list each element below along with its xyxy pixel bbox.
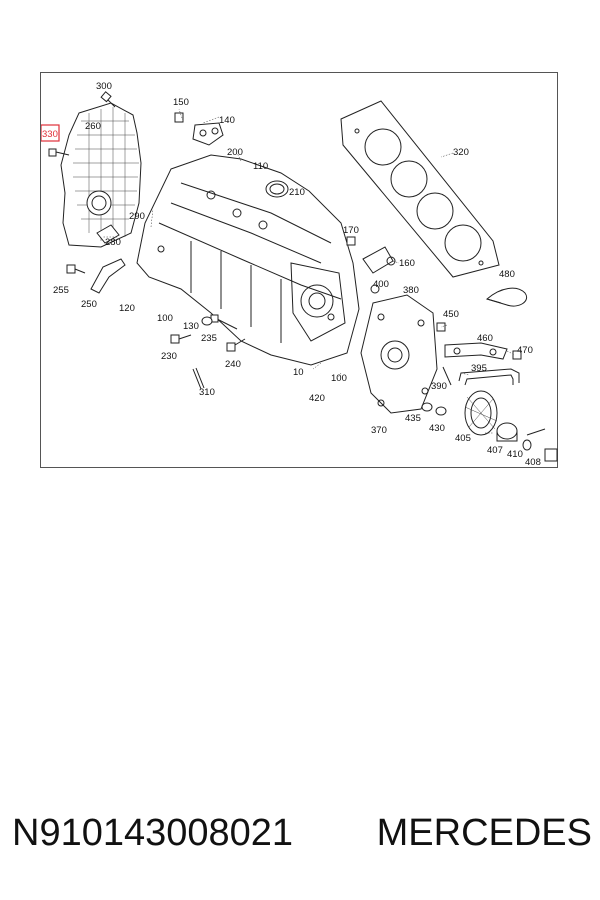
- stud-310-part: [192, 367, 205, 390]
- timing-cover-part: [60, 102, 142, 248]
- callout-230[interactable]: 230: [161, 351, 177, 362]
- callout-435[interactable]: 435: [405, 413, 421, 424]
- callout-200[interactable]: 200: [227, 147, 243, 158]
- bracket-280-part: [96, 224, 120, 244]
- callout-260[interactable]: 260: [85, 121, 101, 132]
- clip-480-part: [485, 287, 527, 307]
- callout-370[interactable]: 370: [371, 425, 387, 436]
- callout-10[interactable]: 10: [293, 367, 304, 378]
- exploded-engine-diagram: 300 150 140 260 330 200 110 320 210 290 …: [41, 81, 558, 468]
- gear-405-part: [464, 390, 498, 436]
- callout-170[interactable]: 170: [343, 225, 359, 236]
- callout-407[interactable]: 407: [487, 445, 503, 456]
- bolt-240-part: [226, 338, 246, 352]
- callout-330[interactable]: 330: [42, 129, 58, 140]
- bolt-400-part: [370, 284, 380, 294]
- callout-120[interactable]: 120: [119, 303, 135, 314]
- callout-110[interactable]: 110: [253, 161, 268, 172]
- callout-255[interactable]: 255: [53, 285, 69, 296]
- callout-labels: 300 150 140 260 330 200 110 320 210 290 …: [41, 81, 541, 468]
- bracket-460-part: [436, 322, 522, 360]
- callout-210[interactable]: 210: [289, 187, 305, 198]
- callout-380[interactable]: 380: [403, 285, 419, 296]
- callout-405[interactable]: 405: [455, 433, 471, 444]
- callout-280[interactable]: 280: [105, 237, 121, 248]
- bolt-330-part: [48, 148, 70, 157]
- callout-160[interactable]: 160: [399, 258, 415, 269]
- callout-240[interactable]: 240: [225, 359, 241, 370]
- part-number: N910143008021: [12, 811, 294, 854]
- leader-lines: [103, 108, 516, 434]
- seal-ring-210-part: [265, 180, 289, 198]
- stud-390-part: [442, 366, 452, 386]
- bracket-250-part: [66, 258, 126, 294]
- callout-420[interactable]: 420: [309, 393, 325, 404]
- callout-450[interactable]: 450: [443, 309, 459, 320]
- callout-140[interactable]: 140: [219, 115, 235, 126]
- callout-290[interactable]: 290: [129, 211, 145, 222]
- callout-390[interactable]: 390: [431, 381, 447, 392]
- bracket-170-160-part: [346, 236, 396, 274]
- callout-408[interactable]: 408: [525, 457, 541, 468]
- dowel-130-part: [201, 316, 213, 326]
- product-caption: N910143008021 MERCEDES: [12, 808, 592, 858]
- sleeve-407-part: [496, 422, 518, 442]
- callout-460[interactable]: 460: [477, 333, 493, 344]
- highlight-box: [41, 124, 60, 142]
- engine-block-part: [136, 154, 360, 366]
- callout-470[interactable]: 470: [517, 345, 533, 356]
- callout-100-a[interactable]: 100: [157, 313, 173, 324]
- brand-name: MERCEDES: [376, 811, 592, 854]
- callout-250[interactable]: 250: [81, 299, 97, 310]
- head-gasket-320-part: [340, 100, 500, 278]
- callout-130[interactable]: 130: [183, 321, 199, 332]
- callout-320[interactable]: 320: [453, 147, 469, 158]
- rear-cover-370-part: [360, 294, 438, 414]
- callout-300[interactable]: 300: [96, 81, 112, 92]
- bracket-140-part: [174, 112, 224, 146]
- washer-435-430-part: [421, 402, 447, 416]
- callout-235[interactable]: 235: [201, 333, 217, 344]
- callout-400[interactable]: 400: [373, 279, 389, 290]
- callout-430[interactable]: 430: [429, 423, 445, 434]
- callout-310[interactable]: 310: [199, 387, 215, 398]
- parts-diagram: 300 150 140 260 330 200 110 320 210 290 …: [40, 72, 558, 468]
- callout-100-b[interactable]: 100: [331, 373, 347, 384]
- callout-410[interactable]: 410: [507, 449, 523, 460]
- bolt-300-part: [100, 91, 116, 108]
- bolt-408-part: [526, 428, 558, 462]
- bolt-230-part: [170, 334, 192, 344]
- callout-395[interactable]: 395: [471, 363, 487, 374]
- callout-150[interactable]: 150: [173, 97, 189, 108]
- callout-480[interactable]: 480: [499, 269, 515, 280]
- pipe-395-part: [458, 368, 520, 386]
- washer-410-part: [522, 439, 532, 451]
